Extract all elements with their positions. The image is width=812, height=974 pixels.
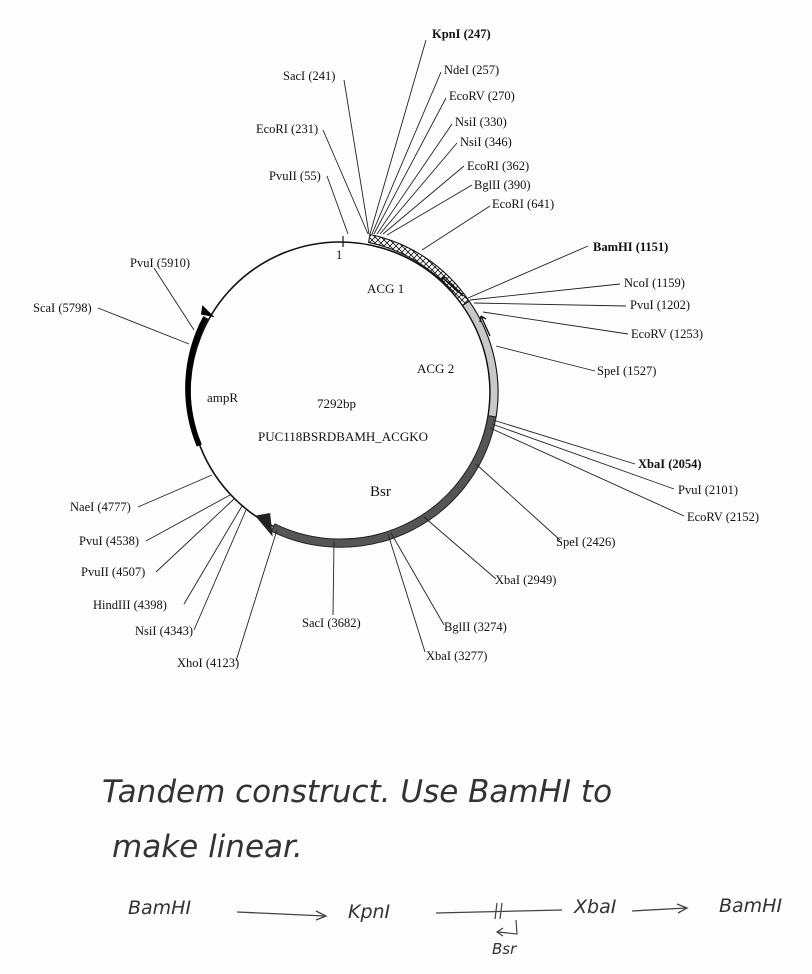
site-line-pvui-1202 [473,302,627,307]
site-line-xbai-3277 [387,533,426,653]
feature-bsr-arc [270,415,497,548]
site-line-ecorv-270 [373,97,447,235]
site-line-bamhi-1151 [467,245,589,299]
site-line-pvui-2101 [491,423,675,490]
site-line-ecorv-2152 [489,427,685,517]
flow-kpni: KpnI [348,901,391,923]
site-label-nsii-330: NsiI (330) [455,115,507,129]
feature-acg2-label: ACG 2 [417,361,454,376]
site-label-pvuii-55: PvuII (55) [269,169,321,183]
feature-ampr-label: ampR [207,390,238,405]
site-label-pvui-2101: PvuI (2101) [678,483,738,497]
site-line-nsii-346 [379,142,458,235]
flow-bamhi-start: BamHI [128,897,191,919]
site-line-saci-3682 [332,540,335,616]
site-label-scai-5798: ScaI (5798) [33,301,92,315]
flow-bsr-note: Bsr [492,940,517,958]
site-label-pvui-5910: PvuI (5910) [130,256,190,270]
site-label-nsii-346: NsiI (346) [460,135,512,149]
site-line-ecori-231 [322,129,369,235]
origin-label: 1 [336,248,342,262]
site-line-ncoi-1159 [469,283,621,301]
site-line-xbai-2949 [423,516,497,580]
site-line-nsii-4343 [193,509,247,631]
site-label-bamhi-1151: BamHI (1151) [593,240,668,254]
site-label-ecorv-2152: EcoRV (2152) [687,510,759,524]
site-line-pvuii-55 [326,175,349,235]
site-line-saci-241 [343,79,370,235]
site-label-kpni-247: KpnI (247) [432,27,491,41]
site-line-ndei-257 [371,71,442,235]
site-label-ecori-362: EcoRI (362) [467,159,529,173]
site-line-bglii-3274 [390,532,445,626]
site-line-scai-5798 [97,307,190,345]
site-line-nsii-330 [376,123,453,235]
flow-bamhi-end: BamHI [719,895,782,917]
site-line-xbai-2054 [492,419,636,465]
site-label-xhoi-4123: XhoI (4123) [177,656,239,670]
site-line-spei-1527 [495,345,596,372]
site-label-spei-2426: SpeI (2426) [556,535,615,549]
site-label-ndei-257: NdeI (257) [444,63,499,77]
site-label-ncoi-1159: NcoI (1159) [624,276,685,290]
feature-ampr-arc [185,316,209,447]
bsr-insert-marker [494,902,518,937]
site-line-pvui-4538 [145,494,231,542]
site-label-bglii-390: BglII (390) [474,178,531,192]
site-leader-lines [97,39,685,662]
site-label-xbai-2054: XbaI (2054) [638,457,702,471]
feature-bsr-label: Bsr [370,484,391,500]
site-line-naei-4777 [137,474,213,508]
site-label-spei-1527: SpeI (1527) [597,364,656,378]
flow-arrows [236,903,689,921]
site-label-pvuii-4507: PvuII (4507) [81,565,145,579]
site-line-spei-2426 [475,463,561,541]
handwritten-note-line1: Tandem construct. Use BamHI to [102,774,612,810]
site-line-pvui-5910 [153,267,195,331]
site-line-xhoi-4123 [235,529,278,662]
site-line-hindiii-4398 [183,505,243,605]
site-label-pvui-1202: PvuI (1202) [630,298,690,312]
site-label-naei-4777: NaeI (4777) [70,500,131,514]
site-line-kpni-247 [369,39,427,235]
site-label-saci-241: SacI (241) [283,69,335,83]
site-line-bglii-390 [386,184,473,236]
site-label-bglii-3274: BglII (3274) [444,620,507,634]
acg2-direction-arrow [479,315,491,337]
site-label-pvui-4538: PvuI (4538) [79,534,139,548]
site-label-ecorv-1253: EcoRV (1253) [631,327,703,341]
site-label-ecori-641: EcoRI (641) [492,197,554,211]
feature-acg1-label: ACG 1 [367,281,404,296]
acg1-direction-arrows [441,276,464,297]
site-label-ecori-231: EcoRI (231) [256,122,318,136]
flow-xbai: XbaI [573,896,617,918]
site-line-ecori-641 [421,205,491,251]
site-line-pvuii-4507 [155,498,235,573]
site-label-hindiii-4398: HindIII (4398) [93,598,167,612]
site-line-ecori-362 [382,165,465,235]
site-line-ecorv-1253 [482,311,629,335]
bsr-arrowhead [255,513,273,537]
site-labels: KpnI (247) SacI (241) NdeI (257) EcoRV (… [33,27,759,670]
ampr-arrowhead [201,305,215,318]
plasmid-size-label: 7292bp [317,396,356,411]
site-label-nsii-4343: NsiI (4343) [135,624,193,638]
handwritten-note-line2: make linear. [112,829,303,865]
site-label-saci-3682: SacI (3682) [302,616,361,630]
site-label-xbai-3277: XbaI (3277) [426,649,487,663]
plasmid-name-label: PUC118BSRDBAMH_ACGKO [258,429,428,444]
site-label-ecorv-270: EcoRV (270) [449,89,515,103]
site-label-xbai-2949: XbaI (2949) [495,573,556,587]
